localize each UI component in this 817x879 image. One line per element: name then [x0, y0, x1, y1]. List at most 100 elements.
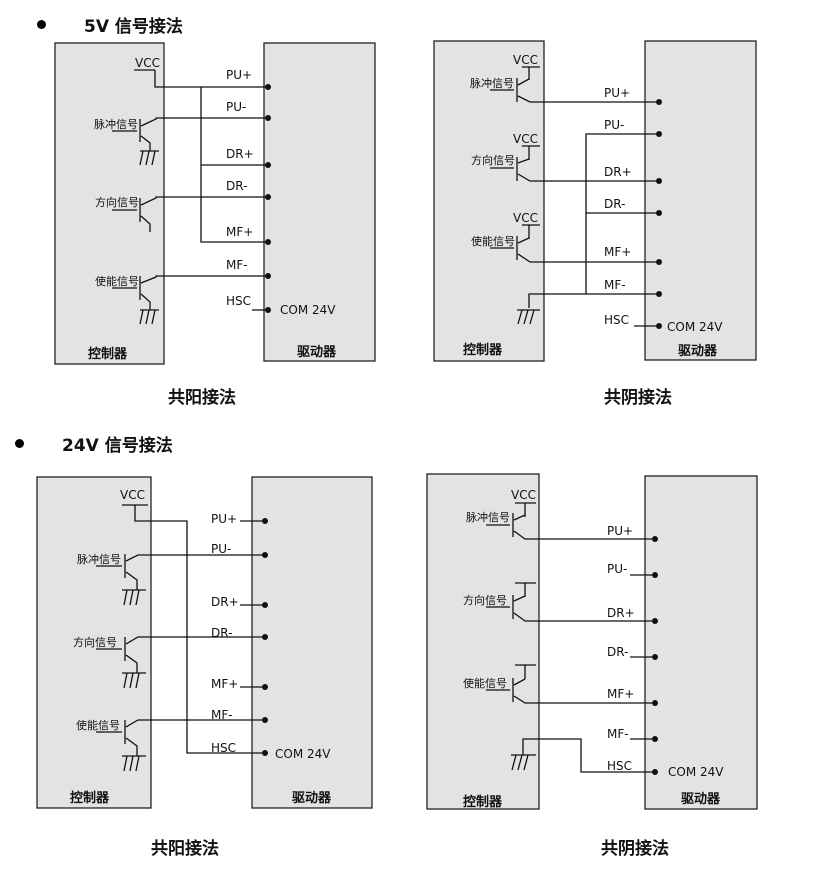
- terminal-pu-plus-label: PU+: [211, 512, 237, 526]
- terminal-com-label: COM 24V: [667, 320, 723, 334]
- section-heading-24v: 24V 信号接法: [15, 431, 173, 456]
- terminal-pu-minus-label: PU-: [226, 100, 246, 114]
- terminal-hsc-label: HSC: [604, 313, 629, 327]
- terminal-dr-plus-label: DR+: [604, 165, 632, 179]
- direction-signal-label: 方向信号: [463, 593, 507, 607]
- terminal-pu-minus-label: PU-: [607, 562, 627, 576]
- terminal-mf-plus-label: MF+: [211, 677, 238, 691]
- terminal-dot: [652, 536, 658, 542]
- driver-box: [644, 40, 757, 361]
- terminal-pu-minus-label: PU-: [211, 542, 231, 556]
- enable-signal-label: 使能信号: [76, 718, 120, 732]
- terminal-dr-minus-label: DR-: [604, 197, 625, 211]
- terminal-dot: [656, 99, 662, 105]
- open-terminal-wire: [515, 664, 536, 679]
- controller-box: [426, 473, 540, 810]
- open-terminal-wire: [515, 582, 536, 597]
- terminal-pu-plus-label: PU+: [226, 68, 252, 82]
- direction-transistor: [490, 157, 659, 182]
- controller-label: 控制器: [88, 346, 128, 362]
- vcc-bus-wire: [134, 69, 268, 243]
- terminal-dot: [262, 602, 268, 608]
- terminal-mf-plus-label: MF+: [604, 245, 631, 259]
- driver-label: 驱动器: [292, 791, 332, 806]
- driver-box: [644, 475, 758, 810]
- pulse-transistor: [490, 78, 659, 103]
- terminal-mf-minus-label: MF-: [604, 278, 626, 292]
- terminal-dot: [262, 552, 268, 558]
- diagram-24v-common-cathode: 控制器 驱动器 VCC 脉冲信号 方向信号 使能信号 PU+ PU- DR+ D…: [426, 473, 758, 810]
- terminal-dot: [652, 736, 658, 742]
- terminal-dot: [265, 239, 271, 245]
- terminal-mf-plus-label: MF+: [226, 225, 253, 239]
- terminal-dot: [656, 210, 662, 216]
- terminal-com-label: COM 24V: [668, 765, 724, 779]
- terminal-dot: [265, 307, 271, 313]
- vcc-label: VCC: [513, 53, 538, 67]
- terminal-dr-minus-label: DR-: [211, 626, 232, 640]
- enable-signal-label: 使能信号: [95, 274, 139, 288]
- direction-signal-label: 方向信号: [471, 153, 515, 167]
- pulse-signal-label: 脉冲信号: [94, 117, 138, 131]
- controller-label: 控制器: [463, 794, 503, 810]
- enable-transistor: [96, 719, 265, 772]
- terminal-dot: [656, 259, 662, 265]
- terminal-dot: [656, 323, 662, 329]
- bullet-icon: [15, 439, 24, 448]
- terminal-dot: [652, 769, 658, 775]
- terminal-dot: [262, 750, 268, 756]
- terminal-dr-plus-label: DR+: [211, 595, 239, 609]
- terminal-stub-wires: [630, 574, 655, 740]
- vcc-label: VCC: [511, 488, 536, 502]
- vcc-wire: [522, 145, 540, 160]
- driver-box: [263, 42, 376, 362]
- controller-label: 控制器: [70, 790, 110, 806]
- driver-box: [251, 476, 373, 809]
- terminal-hsc-label: HSC: [607, 759, 632, 773]
- vcc-label: VCC: [513, 211, 538, 225]
- enable-signal-label: 使能信号: [471, 234, 515, 248]
- terminal-com-label: COM 24V: [280, 303, 336, 317]
- terminal-dot: [262, 717, 268, 723]
- vcc-wire: [522, 224, 540, 239]
- terminal-mf-minus-label: MF-: [226, 258, 248, 272]
- terminal-dot: [652, 618, 658, 624]
- pulse-signal-label: 脉冲信号: [77, 552, 121, 566]
- diagram-caption-common-cathode-5v: 共阴接法: [604, 388, 672, 408]
- terminal-dot: [652, 700, 658, 706]
- controller-box: [36, 476, 152, 809]
- terminal-dr-minus-label: DR-: [607, 645, 628, 659]
- vcc-label: VCC: [513, 132, 538, 146]
- enable-signal-label: 使能信号: [463, 676, 507, 690]
- diagram-caption-common-anode-24v: 共阳接法: [151, 839, 219, 859]
- terminal-com-label: COM 24V: [275, 747, 331, 761]
- terminal-dot: [265, 194, 271, 200]
- driver-label: 驱动器: [681, 792, 721, 807]
- driver-label: 驱动器: [297, 345, 337, 360]
- pulse-transistor: [486, 513, 655, 540]
- diagram-caption-common-anode-5v: 共阳接法: [168, 388, 236, 408]
- direction-signal-label: 方向信号: [73, 635, 117, 649]
- terminal-pu-plus-label: PU+: [607, 524, 633, 538]
- diagram-5v-common-anode: 控制器 驱动器 VCC 脉冲信号 方向信号 使能信号 PU+ PU- DR+ D…: [54, 42, 376, 365]
- section-heading-5v-text: 5V 信号接法: [84, 17, 183, 37]
- bullet-icon: [37, 20, 46, 29]
- diagram-5v-common-cathode: 控制器 驱动器 VCC 脉冲信号 VCC 方向信号 VCC 使能信号 PU+ P…: [433, 40, 757, 362]
- terminal-mf-minus-label: MF-: [607, 727, 629, 741]
- terminal-dot: [262, 684, 268, 690]
- pulse-signal-label: 脉冲信号: [470, 76, 514, 90]
- diagram-caption-common-cathode-24v: 共阴接法: [601, 839, 669, 859]
- terminal-mf-minus-label: MF-: [211, 708, 233, 722]
- vcc-label: VCC: [135, 56, 160, 70]
- controller-box: [433, 40, 545, 362]
- terminal-dot: [262, 634, 268, 640]
- vcc-wire: [522, 66, 540, 80]
- terminal-pu-minus-label: PU-: [604, 118, 624, 132]
- pulse-transistor: [96, 554, 265, 606]
- terminal-mf-plus-label: MF+: [607, 687, 634, 701]
- enable-transistor: [112, 275, 268, 325]
- terminal-dr-plus-label: DR+: [607, 606, 635, 620]
- driver-label: 驱动器: [678, 344, 718, 359]
- direction-transistor: [486, 595, 655, 622]
